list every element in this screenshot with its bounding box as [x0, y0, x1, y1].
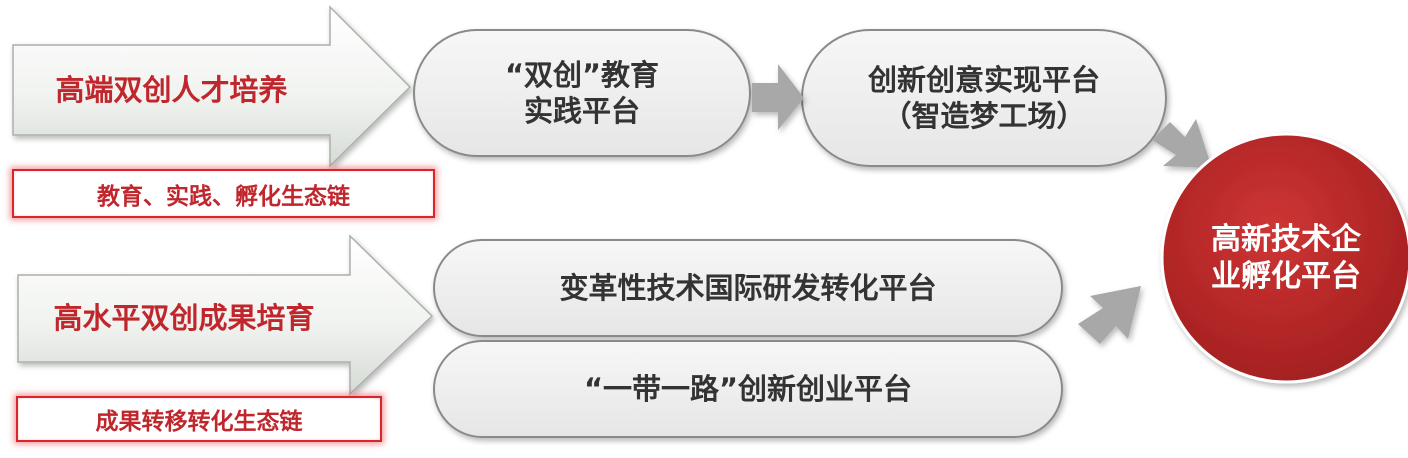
platform-belt-label: “一带一路”创新创业平台 — [583, 371, 913, 406]
pill-shape-belt — [433, 340, 1063, 438]
arrow-shape-bottom — [17, 234, 434, 396]
arrow-title-bottom: 高水平双创成果培育 — [53, 301, 315, 336]
platform-innovation-line1: 创新创意实现平台 — [867, 62, 1100, 97]
ecochain-tag-bottom: 成果转移转化生态链 — [16, 396, 382, 442]
target-line2: 业孵化平台 — [1211, 259, 1361, 294]
arrow-title-top: 高端双创人才培养 — [55, 72, 288, 107]
platform-education-line2: 实践平台 — [523, 94, 640, 128]
platform-education-label: “双创”教育 实践平台 — [414, 30, 750, 156]
platform-education-line1: “双创”教育 — [504, 57, 660, 92]
pill-shape-tech — [433, 239, 1063, 337]
arrow-shape-top — [12, 5, 412, 168]
ecochain-tag-top: 教育、实践、孵化生态链 — [12, 169, 435, 218]
platform-innovation-label: 创新创意实现平台 （智造梦工场） — [802, 30, 1166, 166]
target-circle-label: 高新技术企 业孵化平台 — [1162, 134, 1408, 382]
connector-arrow-up-right — [1078, 286, 1141, 344]
platform-tech-label: 变革性技术国际研发转化平台 — [559, 270, 937, 305]
connector-arrow-down-right — [1152, 119, 1212, 168]
target-circle — [1160, 132, 1408, 384]
connector-arrow-right — [752, 64, 804, 130]
target-line1: 高新技术企 — [1211, 221, 1361, 257]
pill-shape-education — [413, 29, 751, 157]
platform-innovation-line2: （智造梦工场） — [882, 99, 1086, 133]
